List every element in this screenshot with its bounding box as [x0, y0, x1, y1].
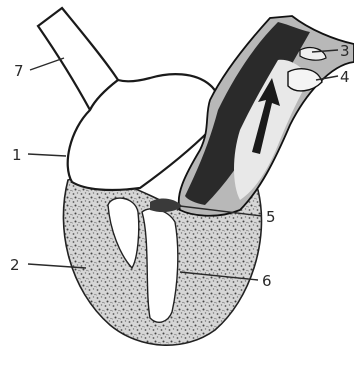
label-6: 6 — [262, 272, 272, 290]
label-5: 5 — [266, 208, 276, 226]
label-7: 7 — [14, 62, 24, 80]
label-4: 4 — [340, 68, 350, 86]
leader-line-7 — [30, 58, 64, 70]
label-1: 1 — [12, 146, 22, 164]
label-2: 2 — [10, 256, 20, 274]
leader-line-1 — [28, 154, 66, 156]
label-3: 3 — [340, 42, 350, 60]
